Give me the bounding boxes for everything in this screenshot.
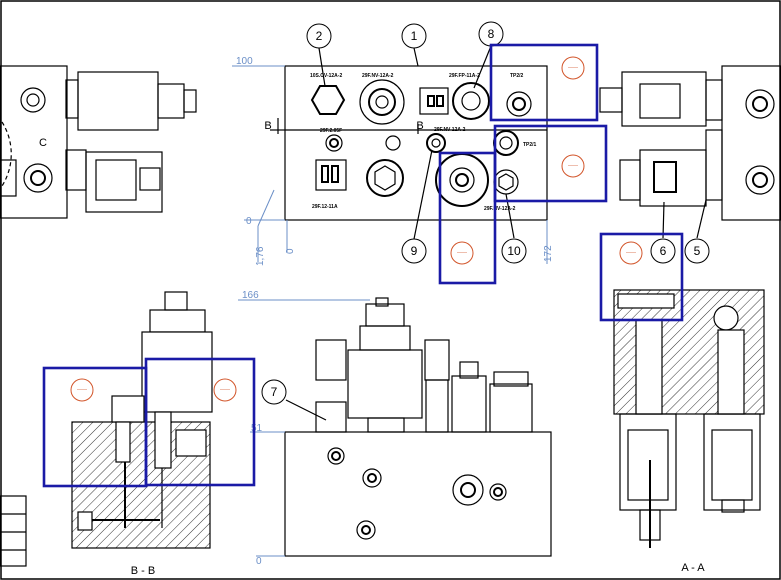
section-aa bbox=[613, 289, 765, 548]
balloon-10[interactable]: 10 bbox=[501, 238, 527, 264]
section-mark-b-left: B bbox=[264, 120, 271, 132]
annotation-marker-4: ----- bbox=[626, 250, 636, 256]
port-label-8: 29F.12-11A bbox=[312, 204, 338, 210]
top-view-manifold bbox=[270, 65, 548, 221]
highlight-box-tp2-1[interactable]: ----- bbox=[493, 124, 608, 203]
balloon-6-label: 6 bbox=[660, 244, 667, 258]
balloon-5-label: 5 bbox=[694, 244, 701, 258]
port-label-7: TP2/1 bbox=[523, 142, 537, 148]
port-label-6: 29F.NV-12A-2 bbox=[434, 127, 466, 133]
highlight-box-section-aa[interactable]: ----- bbox=[599, 232, 684, 322]
dim-0-bottom: 0 bbox=[256, 556, 262, 567]
right-side-view bbox=[599, 65, 781, 221]
dim-172: 172 bbox=[543, 245, 554, 262]
balloon-7-label: 7 bbox=[271, 385, 278, 399]
port-label-4: TP2/2 bbox=[510, 73, 524, 79]
dim-1-76: 1,76 bbox=[255, 246, 266, 266]
dim-0-top: 0 bbox=[246, 216, 252, 227]
dim-100: 100 bbox=[236, 56, 253, 67]
annotation-marker-5: ----- bbox=[77, 387, 87, 393]
balloon-1[interactable]: 1 bbox=[401, 23, 427, 49]
dim-166: 166 bbox=[242, 290, 259, 301]
balloon-2-label: 2 bbox=[316, 29, 323, 43]
port-label-2: 29F.NV-12A-2 bbox=[362, 73, 394, 79]
port-label-1: 10S.CV-12A-2 bbox=[310, 73, 342, 79]
leader-lines bbox=[285, 45, 707, 421]
balloon-9-label: 9 bbox=[411, 244, 418, 258]
dim-51: 51 bbox=[251, 423, 263, 434]
balloon-5[interactable]: 5 bbox=[684, 238, 710, 264]
annotation-marker-6: ----- bbox=[220, 387, 230, 393]
dim-0-vertical: 0 bbox=[285, 248, 296, 254]
port-label-9: 29F.NV-12A-2 bbox=[484, 206, 516, 212]
highlight-box-port-9[interactable]: ----- bbox=[438, 151, 497, 285]
port-label-5: 29F.2.05F bbox=[320, 128, 342, 134]
highlight-box-tp2-2[interactable]: ----- bbox=[489, 43, 599, 122]
annotation-marker-3: ----- bbox=[457, 250, 467, 256]
balloon-10-label: 10 bbox=[507, 244, 521, 258]
balloon-8-label: 8 bbox=[488, 27, 495, 41]
section-label-bb: B - B bbox=[131, 565, 155, 577]
highlight-box-bb-right[interactable]: ----- bbox=[144, 357, 256, 487]
annotation-marker-1: ----- bbox=[568, 65, 578, 71]
port-label-3: 29F.FP-11A-2 bbox=[449, 73, 480, 79]
section-label-aa: A - A bbox=[681, 562, 705, 574]
title-block-fragment bbox=[0, 495, 27, 567]
left-side-view bbox=[0, 65, 197, 219]
balloon-9[interactable]: 9 bbox=[401, 238, 427, 264]
dimension-lines bbox=[232, 65, 548, 557]
annotation-marker-2: ----- bbox=[568, 163, 578, 169]
balloon-8[interactable]: 8 bbox=[478, 21, 504, 47]
section-bb bbox=[71, 291, 213, 549]
front-view-manifold bbox=[284, 297, 552, 557]
balloon-6[interactable]: 6 bbox=[650, 238, 676, 264]
balloon-7[interactable]: 7 bbox=[261, 379, 287, 405]
balloon-1-label: 1 bbox=[411, 29, 418, 43]
section-mark-b-right: B bbox=[416, 120, 423, 132]
balloon-2[interactable]: 2 bbox=[306, 23, 332, 49]
detail-label-c: C bbox=[39, 137, 47, 149]
